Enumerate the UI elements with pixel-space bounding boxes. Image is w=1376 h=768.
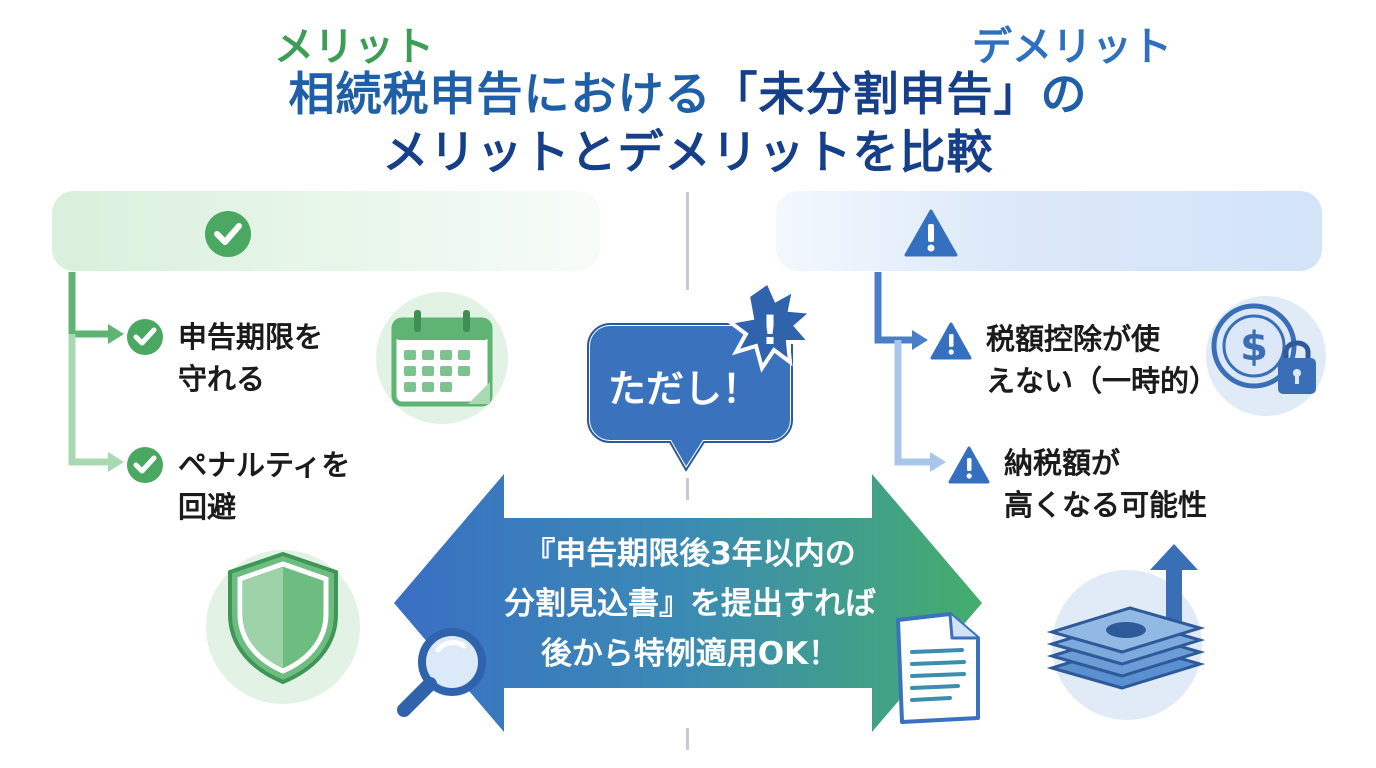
arrow-text-line-1: 『申告期限後3年以内の — [524, 536, 856, 572]
shield-icon — [228, 551, 338, 685]
document-icon — [896, 612, 980, 724]
demerit-banner — [776, 191, 1322, 271]
demerit-connector — [874, 272, 946, 472]
check-circle-icon — [205, 211, 251, 257]
center-divider-top — [686, 192, 689, 290]
double-arrow — [394, 474, 982, 732]
magnifier-icon — [397, 628, 486, 717]
merit-banner — [52, 191, 600, 271]
arrow-text-line-2: 分割見込書』を提出すれば — [504, 586, 876, 622]
title-line-1: 相続税申告における「未分割申告」の — [0, 58, 1376, 124]
demerit-item-2-warning-icon — [948, 446, 990, 484]
title-suffix: の — [1040, 67, 1088, 121]
callout-bubble — [586, 282, 817, 474]
merit-connector — [68, 272, 124, 472]
callout-label: ただし！ — [607, 367, 760, 411]
merit-item-1: 申告期限を 守れる — [178, 320, 324, 396]
demerit-label: デメリット — [972, 24, 1172, 70]
merit-item-1-check-icon — [127, 319, 163, 355]
merit-item-2-check-icon — [127, 447, 163, 483]
svg-text:$: $ — [1240, 324, 1268, 370]
title-prefix: 相続税申告における — [288, 67, 712, 121]
money-stack-up-icon — [1046, 544, 1206, 690]
dollar-lock-icon: $ — [1211, 303, 1316, 394]
arrow-text-line-3: 後から特例適用OK！ — [540, 636, 840, 672]
callout-exclaim: ! — [760, 308, 780, 354]
merit-label: メリット — [274, 24, 434, 70]
title-line-2: メリットとデメリットを比較 — [382, 125, 994, 179]
center-divider-mid — [686, 478, 689, 500]
warning-triangle-icon — [904, 209, 958, 257]
demerit-item-2: 納税額が 高くなる可能性 — [1004, 446, 1208, 522]
center-divider-bottom — [686, 728, 689, 750]
title-accent: 「未分割申告」 — [711, 67, 1041, 121]
demerit-item-1-warning-icon — [930, 322, 972, 360]
calendar-icon — [391, 310, 493, 407]
demerit-item-1: 税額控除が使 えない（一時的） — [986, 322, 1219, 398]
merit-item-2: ペナルティを 回避 — [178, 448, 351, 524]
